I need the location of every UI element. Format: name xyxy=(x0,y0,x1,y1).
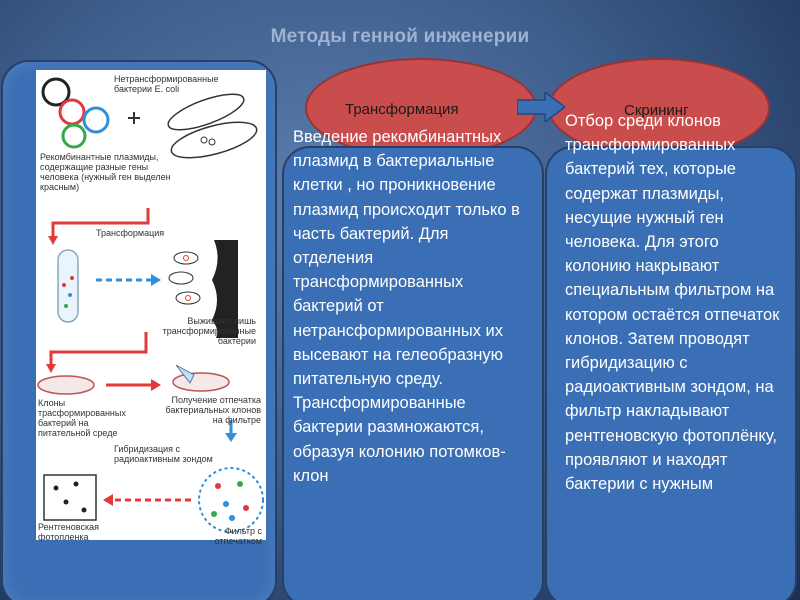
plasmid-blue xyxy=(82,106,110,134)
screening-panel xyxy=(545,146,797,600)
plasmid-red xyxy=(58,98,86,126)
diagram-label: Рекомбинантные плазмиды, содержащие разн… xyxy=(40,152,171,192)
diagram-label: Рентгеновская фотопленка xyxy=(38,522,99,542)
screening-text: Отбор среди клонов трансформированных ба… xyxy=(565,112,780,494)
transformation-text: Введение рекомбинантных плазмид в бактер… xyxy=(293,128,520,485)
filter-circle xyxy=(198,467,264,533)
bacterium xyxy=(167,93,245,131)
diagram-label: Гибридизация с радиоактивным зондом xyxy=(114,444,213,464)
diagram-label: Трансформация xyxy=(96,228,165,238)
transformation-header: Трансформация xyxy=(345,101,459,118)
transformation-panel xyxy=(282,146,544,600)
petri-dish xyxy=(37,375,95,395)
bacterium xyxy=(170,121,258,159)
diagram-figure: Нетрансформированные бактерии E. coli Ре… xyxy=(36,70,266,546)
red-arrow xyxy=(49,332,148,366)
xray-film xyxy=(43,474,97,521)
diagram-drawing xyxy=(37,77,264,533)
plus-sign xyxy=(128,112,140,124)
slide-title: Методы генной инженерии xyxy=(270,26,530,47)
plasmid-green xyxy=(61,123,87,149)
screening-header: Скрининг xyxy=(624,102,689,119)
diagram-label: Фильтр с отпечатком xyxy=(214,526,262,546)
diagram-label: Нетрансформированные бактерии E. coli xyxy=(114,74,219,94)
filter-dish xyxy=(172,372,230,392)
diagram-label: Выживают лишь трансформированные бактери… xyxy=(162,316,256,346)
red-arrow xyxy=(51,208,150,238)
test-tube xyxy=(57,249,79,323)
diagram-label: Клоны трасформированных бактерий на пита… xyxy=(38,398,126,438)
diagram-label: Получение отпечатка бактериальных клонов… xyxy=(165,395,261,425)
membrane xyxy=(212,240,238,338)
transformation-header-oval xyxy=(305,58,537,158)
plasmid-black xyxy=(41,77,71,107)
screening-header-oval xyxy=(548,58,770,158)
right-arrow-icon xyxy=(517,92,565,122)
